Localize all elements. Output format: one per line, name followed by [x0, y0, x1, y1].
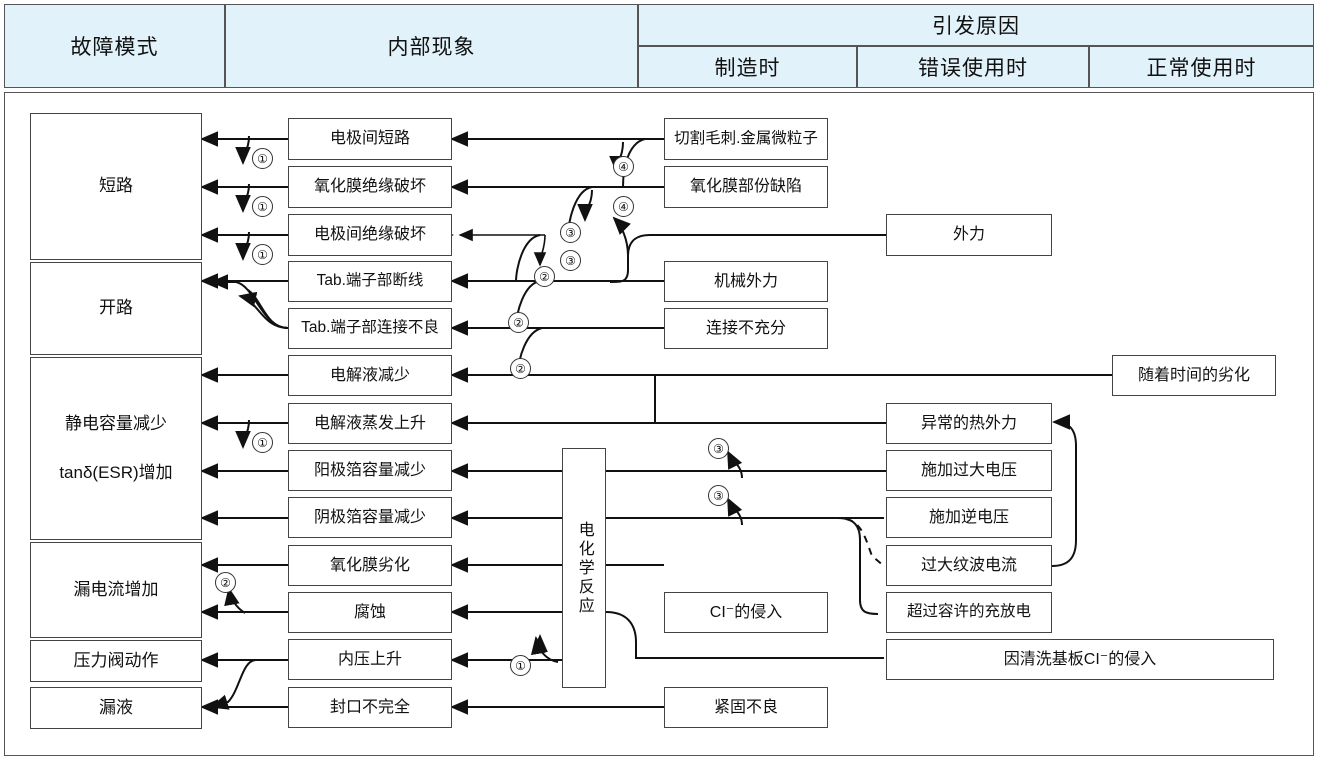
fault-mode-label: 开路 — [99, 298, 133, 318]
cause-normal-box[interactable]: 随着时间的劣化 — [1112, 355, 1276, 396]
marker-circled-number: ② — [215, 572, 236, 593]
internal-phenomenon-label: Tab.端子部断线 — [316, 272, 424, 290]
internal-phenomenon-box[interactable]: 电极间短路 — [288, 118, 452, 160]
internal-phenomenon-label: 腐蚀 — [353, 603, 386, 621]
cause-manufacturing-box[interactable]: 切割毛刺.金属微粒子 — [664, 118, 828, 160]
cause-label: 因清洗基板CI⁻的侵入 — [1003, 650, 1157, 668]
cause-misuse-box[interactable]: 因清洗基板CI⁻的侵入 — [886, 639, 1274, 680]
marker-circled-number: ② — [510, 358, 531, 379]
internal-phenomenon-label: 封口不完全 — [329, 698, 410, 716]
cause-label: 异常的热外力 — [920, 414, 1017, 432]
internal-phenomenon-box[interactable]: Tab.端子部断线 — [288, 261, 452, 302]
internal-phenomenon-label: 氧化膜劣化 — [329, 556, 410, 574]
marker-circled-number: ① — [252, 244, 273, 265]
cause-label: 氧化膜部份缺陷 — [689, 178, 802, 196]
cause-manufacturing-box[interactable]: 连接不充分 — [664, 308, 828, 349]
marker-circled-number: ③ — [708, 438, 729, 459]
cause-label: 随着时间的劣化 — [1137, 366, 1250, 384]
fault-mode-box[interactable]: 压力阀动作 — [30, 640, 202, 682]
marker-circled-number: ① — [252, 432, 273, 453]
cause-manufacturing-box[interactable]: 紧固不良 — [664, 687, 828, 728]
internal-phenomenon-box[interactable]: 氧化膜劣化 — [288, 545, 452, 586]
internal-phenomenon-box[interactable]: 电解液蒸发上升 — [288, 403, 452, 444]
internal-phenomenon-label: 阳极箔容量减少 — [313, 461, 426, 479]
fault-mode-label: 静电容量减少 — [65, 413, 167, 433]
header-cause-group: 引发原因 — [638, 4, 1314, 46]
header-fault-mode: 故障模式 — [4, 4, 225, 88]
internal-phenomenon-label: 电极间绝缘破坏 — [313, 226, 426, 244]
fault-mode-box[interactable]: 漏液 — [30, 687, 202, 729]
header-internal-phenomenon: 内部现象 — [225, 4, 638, 88]
internal-phenomenon-label: 阴极箔容量减少 — [313, 508, 426, 526]
internal-phenomenon-box[interactable]: 阳极箔容量减少 — [288, 450, 452, 491]
internal-phenomenon-label: Tab.端子部连接不良 — [301, 319, 439, 337]
fault-mode-label: 漏液 — [99, 697, 133, 717]
marker-circled-number: ② — [508, 312, 529, 333]
marker-circled-number: ④ — [613, 196, 634, 217]
internal-phenomenon-box[interactable]: 电解液减少 — [288, 355, 452, 396]
internal-phenomenon-box[interactable]: 氧化膜绝缘破坏 — [288, 166, 452, 208]
cause-misuse-box[interactable]: 施加逆电压 — [886, 497, 1052, 538]
cause-label: 超过容许的充放电 — [906, 603, 1031, 621]
internal-phenomenon-label: 内压上升 — [337, 650, 402, 668]
header-cause-misuse: 错误使用时 — [857, 46, 1089, 88]
internal-phenomenon-box[interactable]: 内压上升 — [288, 639, 452, 680]
internal-phenomenon-label: 电解液减少 — [329, 366, 410, 384]
fault-mode-label: 压力阀动作 — [73, 650, 159, 670]
marker-circled-number: ④ — [613, 156, 634, 177]
internal-phenomenon-box[interactable]: 电极间绝缘破坏 — [288, 214, 452, 256]
fault-mode-label-secondary: tanδ(ESR)增加 — [59, 462, 173, 482]
cause-label: CI⁻的侵入 — [709, 603, 783, 621]
internal-phenomenon-box[interactable]: 腐蚀 — [288, 592, 452, 633]
cause-misuse-box[interactable]: 异常的热外力 — [886, 403, 1052, 444]
marker-circled-number: ③ — [560, 250, 581, 271]
cause-label: 切割毛刺.金属微粒子 — [674, 129, 818, 147]
cause-manufacturing-box[interactable]: 氧化膜部份缺陷 — [664, 166, 828, 208]
fault-mode-box[interactable]: 漏电流增加 — [30, 542, 202, 638]
electrochemical-reaction-label: 电化学反应 — [575, 520, 593, 616]
header-cause-manufacturing: 制造时 — [638, 46, 857, 88]
internal-phenomenon-box[interactable]: Tab.端子部连接不良 — [288, 308, 452, 349]
cause-misuse-box[interactable]: 超过容许的充放电 — [886, 592, 1052, 633]
fault-mode-box[interactable]: 静电容量减少 tanδ(ESR)增加 — [30, 357, 202, 540]
cause-manufacturing-box[interactable]: CI⁻的侵入 — [664, 592, 828, 633]
marker-circled-number: ① — [252, 148, 273, 169]
cause-label: 过大纹波电流 — [920, 556, 1017, 574]
cause-misuse-box[interactable]: 过大纹波电流 — [886, 545, 1052, 586]
cause-label: 紧固不良 — [713, 698, 778, 716]
marker-circled-number: ③ — [560, 222, 581, 243]
header-cause-normal: 正常使用时 — [1089, 46, 1314, 88]
internal-phenomenon-box[interactable]: 封口不完全 — [288, 687, 452, 728]
internal-phenomenon-label: 氧化膜绝缘破坏 — [313, 178, 426, 196]
fault-mode-box[interactable]: 短路 — [30, 113, 202, 260]
fault-mode-label: 短路 — [99, 176, 133, 196]
marker-circled-number: ② — [534, 266, 555, 287]
electrochemical-reaction-box[interactable]: 电化学反应 — [562, 448, 606, 688]
marker-circled-number: ① — [252, 196, 273, 217]
cause-misuse-box[interactable]: 外力 — [886, 214, 1052, 256]
internal-phenomenon-label: 电极间短路 — [329, 130, 410, 148]
cause-label: 连接不充分 — [705, 319, 786, 337]
cause-misuse-box[interactable]: 施加过大电压 — [886, 450, 1052, 491]
fault-mode-label: 漏电流增加 — [73, 579, 159, 599]
marker-circled-number: ③ — [708, 485, 729, 506]
cause-label: 机械外力 — [713, 272, 778, 290]
internal-phenomenon-label: 电解液蒸发上升 — [313, 414, 426, 432]
marker-circled-number: ① — [510, 655, 531, 676]
cause-manufacturing-box[interactable]: 机械外力 — [664, 261, 828, 302]
cause-label: 外力 — [952, 226, 985, 244]
cause-label: 施加逆电压 — [928, 508, 1009, 526]
internal-phenomenon-box[interactable]: 阴极箔容量减少 — [288, 497, 452, 538]
cause-label: 施加过大电压 — [920, 461, 1017, 479]
fault-mode-box[interactable]: 开路 — [30, 262, 202, 355]
